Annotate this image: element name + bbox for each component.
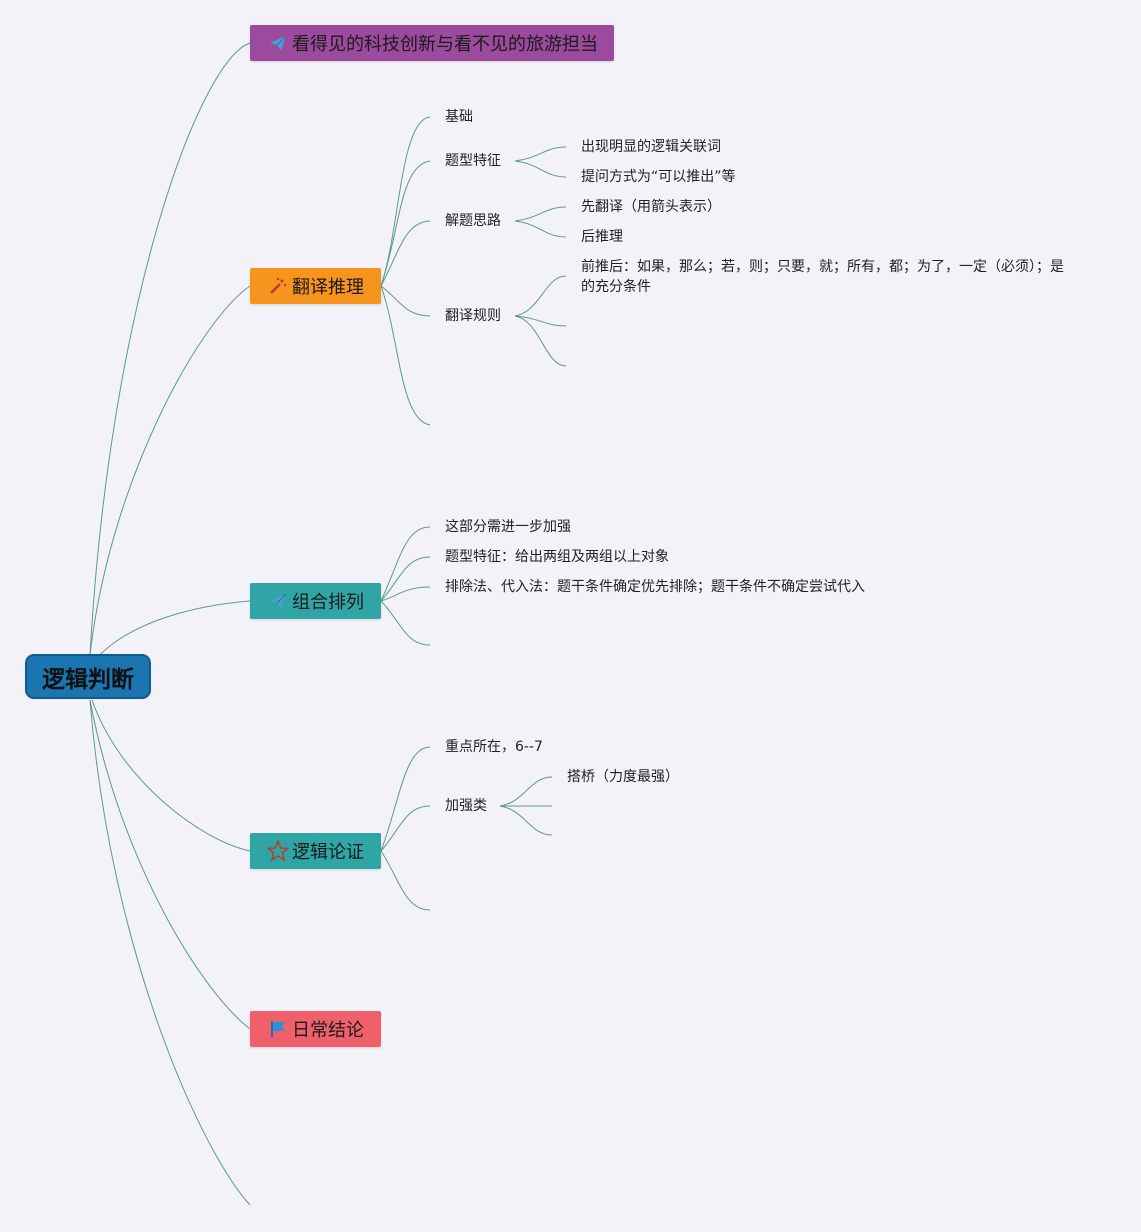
branch-logical-argument[interactable]: 逻辑论证 <box>250 833 381 869</box>
connector-combination-1 <box>380 526 431 602</box>
connector-root-empty <box>89 699 251 1206</box>
leaf-strengthen[interactable]: 加强类 <box>445 798 487 814</box>
leaf-solving-approach[interactable]: 解题思路 <box>445 213 501 229</box>
branch-combination[interactable]: 组合排列 <box>250 583 381 619</box>
connector-root-branch-4 <box>91 699 251 852</box>
connector-strengthen-1 <box>499 776 553 807</box>
leaf-strengthen-item[interactable]: 搭桥（力度最强） <box>567 769 679 785</box>
leaf-question-features[interactable]: 题型特征 <box>445 153 501 169</box>
connector-rules-3 <box>514 315 567 367</box>
leaf-features-item[interactable]: 出现明显的逻辑关联词 <box>581 139 721 155</box>
connector-approach-1 <box>514 206 567 222</box>
connector-root-branch-5 <box>89 699 251 1030</box>
leaf-combination-item[interactable]: 排除法、代入法：题干条件确定优先排除；题干条件不确定尝试代入 <box>445 579 865 595</box>
connector-translation-approach <box>380 220 431 287</box>
connector-rules-1 <box>514 275 567 317</box>
leaf-approach-item[interactable]: 后推理 <box>581 229 623 245</box>
branch-label: 组合排列 <box>292 592 364 613</box>
branch-label: 翻译推理 <box>292 277 364 298</box>
root-label: 逻辑判断 <box>42 666 134 693</box>
branch-label: 日常结论 <box>292 1020 364 1041</box>
connector-rules-2 <box>514 315 567 327</box>
branch-label: 逻辑论证 <box>292 842 364 863</box>
connector-translation-empty <box>380 285 431 426</box>
connector-root-branch-1 <box>89 42 251 656</box>
connector-approach-2 <box>514 220 567 238</box>
connector-argument-empty <box>380 850 431 911</box>
branch-tech-innovation[interactable]: 看得见的科技创新与看不见的旅游担当 <box>250 25 614 61</box>
leaf-features-item[interactable]: 提问方式为“可以推出”等 <box>581 169 736 185</box>
connector-argument-strengthen <box>380 805 431 852</box>
connector-translation-rules <box>380 285 431 317</box>
connector-features-2 <box>514 160 567 178</box>
root-node[interactable]: 逻辑判断 <box>25 654 151 699</box>
magic-wand-icon <box>266 274 290 298</box>
connector-strengthen-3 <box>499 805 553 836</box>
branch-daily-conclusion[interactable]: 日常结论 <box>250 1011 381 1047</box>
flag-icon <box>266 1017 290 1041</box>
leaf-approach-item[interactable]: 先翻译（用箭头表示） <box>581 199 721 215</box>
leaf-rules-item[interactable]: 前推后：如果，那么；若，则；只要，就；所有，都；为了，一定（必须）；是的充分条件 <box>581 259 1064 295</box>
branch-label: 看得见的科技创新与看不见的旅游担当 <box>292 34 598 55</box>
leaf-combination-item[interactable]: 题型特征：给出两组及两组以上对象 <box>445 549 669 565</box>
paper-plane-icon <box>266 31 290 55</box>
paper-plane-icon <box>266 589 290 613</box>
star-icon <box>266 839 290 863</box>
connector-features-1 <box>514 146 567 162</box>
branch-translation-reasoning[interactable]: 翻译推理 <box>250 268 381 304</box>
connector-root-branch-2 <box>89 285 251 656</box>
connector-argument-focus <box>380 746 431 852</box>
connector-root-branch-3 <box>94 600 251 661</box>
leaf-argument-focus[interactable]: 重点所在，6--7 <box>445 739 543 755</box>
connector-combination-2 <box>380 556 431 602</box>
connector-combination-empty <box>380 600 431 646</box>
connector-translation-features <box>380 160 431 287</box>
connector-combination-3 <box>380 586 431 602</box>
leaf-combination-item[interactable]: 这部分需进一步加强 <box>445 519 571 535</box>
leaf-translation-rules[interactable]: 翻译规则 <box>445 308 501 324</box>
leaf-basics[interactable]: 基础 <box>445 109 473 125</box>
